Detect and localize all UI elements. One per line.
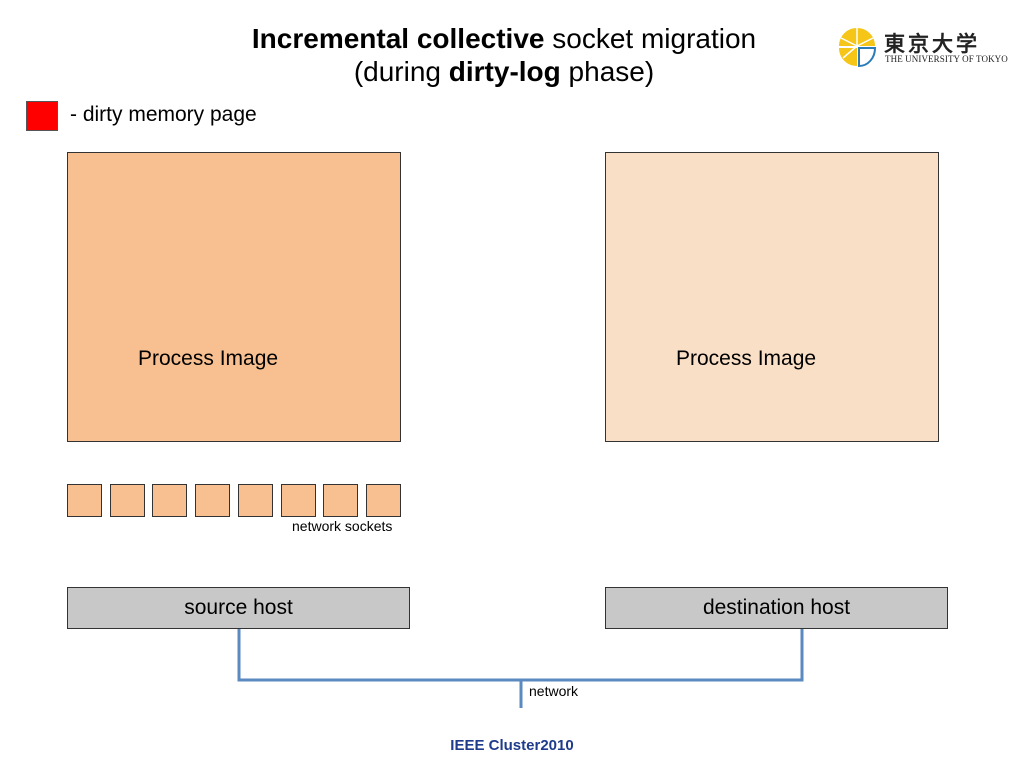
destination-process-image: Process Image (605, 152, 939, 442)
network-socket (237, 484, 273, 517)
source-process-label: Process Image (138, 347, 279, 370)
title-pre-part: (during (353, 56, 449, 87)
logo-japanese-text: 東京大学 (884, 31, 980, 56)
network-sockets-label: network sockets (292, 518, 393, 534)
network-socket (195, 484, 231, 517)
title-phase-bold: dirty-log (448, 56, 561, 87)
network-socket (280, 484, 316, 517)
network-sockets-row (67, 484, 407, 517)
destination-process-label: Process Image (676, 347, 817, 370)
network-socket (67, 484, 102, 517)
footer-conference: IEEE Cluster2010 (450, 737, 574, 754)
destination-host-box: destination host (605, 587, 948, 629)
dirty-page-legend-swatch (26, 101, 58, 131)
slide-title: Incremental collective socket migration … (0, 22, 1008, 88)
source-host-box: source host (67, 587, 410, 629)
logo-english-text: THE UNIVERSITY OF TOKYO (885, 54, 1008, 64)
title-post-part: phase) (560, 56, 655, 87)
source-process-image: Process Image (67, 152, 401, 442)
title-rest-part: socket migration (544, 23, 757, 54)
network-socket (323, 484, 359, 517)
dirty-page-legend-label: - dirty memory page (70, 103, 257, 126)
network-label: network (529, 683, 579, 699)
university-logo (839, 28, 877, 68)
ginkgo-leaf-icon (839, 28, 877, 68)
network-socket (365, 484, 401, 517)
network-socket (152, 484, 188, 517)
title-bold-part: Incremental collective (251, 23, 545, 54)
network-socket (109, 484, 145, 517)
title-line-1: Incremental collective socket migration (0, 22, 1008, 55)
network-line (237, 629, 804, 682)
title-line-2: (during dirty-log phase) (0, 55, 1008, 88)
